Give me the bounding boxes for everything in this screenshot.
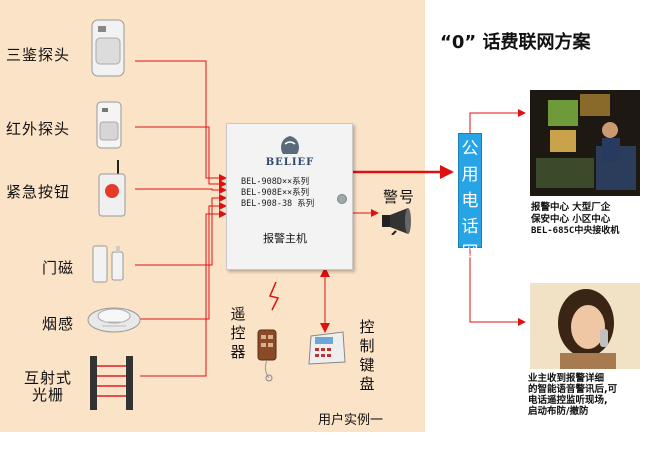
host-model-3: BEL-908-38 系列	[241, 199, 315, 209]
wire-door	[135, 194, 227, 266]
wireless-signal-icon	[268, 281, 280, 311]
public-network-box	[458, 133, 482, 248]
host-model-2: BEL-908E××系列	[241, 188, 310, 198]
alarm-host: BELIEF BEL-908D××系列 BEL-908E××系列 BEL-908…	[226, 123, 353, 270]
siren-label: 警号	[383, 188, 416, 206]
remote-label: 遥控器	[230, 305, 246, 361]
panic-button-icon	[96, 158, 130, 220]
device-label-infrared: 红外探头	[6, 120, 71, 138]
host-model-1: BEL-908D××系列	[241, 177, 310, 187]
footer-caption: 用户实例一	[318, 413, 384, 428]
center-line-3: BEL-685C中央接收机	[531, 226, 620, 236]
device-label-beam: 互射式	[24, 369, 73, 387]
alarm-center-photo	[530, 90, 640, 196]
belief-logo-icon	[271, 132, 309, 164]
host-name: 报警主机	[263, 232, 307, 245]
device-label-door: 门磁	[42, 259, 75, 277]
center-line-1: 报警中心 大型厂企	[531, 202, 611, 213]
infrared-detector-icon	[95, 100, 125, 152]
owner-line-1: 业主收到报警详细	[528, 373, 605, 384]
owner-line-3: 电话遥控监听现场,	[528, 395, 608, 406]
device-label-panic: 紧急按钮	[6, 183, 71, 201]
device-label-dual-tech: 三鉴探头	[6, 46, 71, 64]
siren-icon	[380, 207, 414, 236]
device-label-beam-2: 光栅	[32, 386, 65, 404]
remote-control-icon	[255, 326, 279, 384]
wire-smoke	[140, 202, 227, 320]
beam-grating-icon	[86, 354, 138, 412]
control-keypad-icon	[307, 330, 347, 366]
wire-beam	[140, 210, 227, 377]
wire-panic	[135, 186, 227, 194]
owner-photo	[530, 283, 640, 369]
wire-owner	[469, 246, 526, 326]
dual-tech-detector-icon	[88, 18, 130, 80]
owner-line-4: 启动布防/撤防	[528, 406, 589, 417]
door-contact-icon	[90, 242, 138, 286]
page-title: “0” 话费联网方案	[440, 32, 591, 53]
smoke-detector-icon	[86, 300, 142, 340]
public-network-label: 公用电话网	[461, 139, 479, 263]
owner-line-2: 的智能语音警讯后,可	[528, 384, 618, 395]
wire-infrared	[135, 126, 227, 188]
host-lock-icon	[337, 194, 347, 204]
center-line-2: 保安中心 小区中心	[531, 214, 611, 225]
device-label-smoke: 烟感	[42, 315, 75, 333]
wire-center	[469, 109, 526, 133]
host-brand: BELIEF	[265, 157, 315, 168]
wire-dual-tech	[135, 60, 227, 182]
keypad-label: 控制键盘	[359, 318, 375, 393]
